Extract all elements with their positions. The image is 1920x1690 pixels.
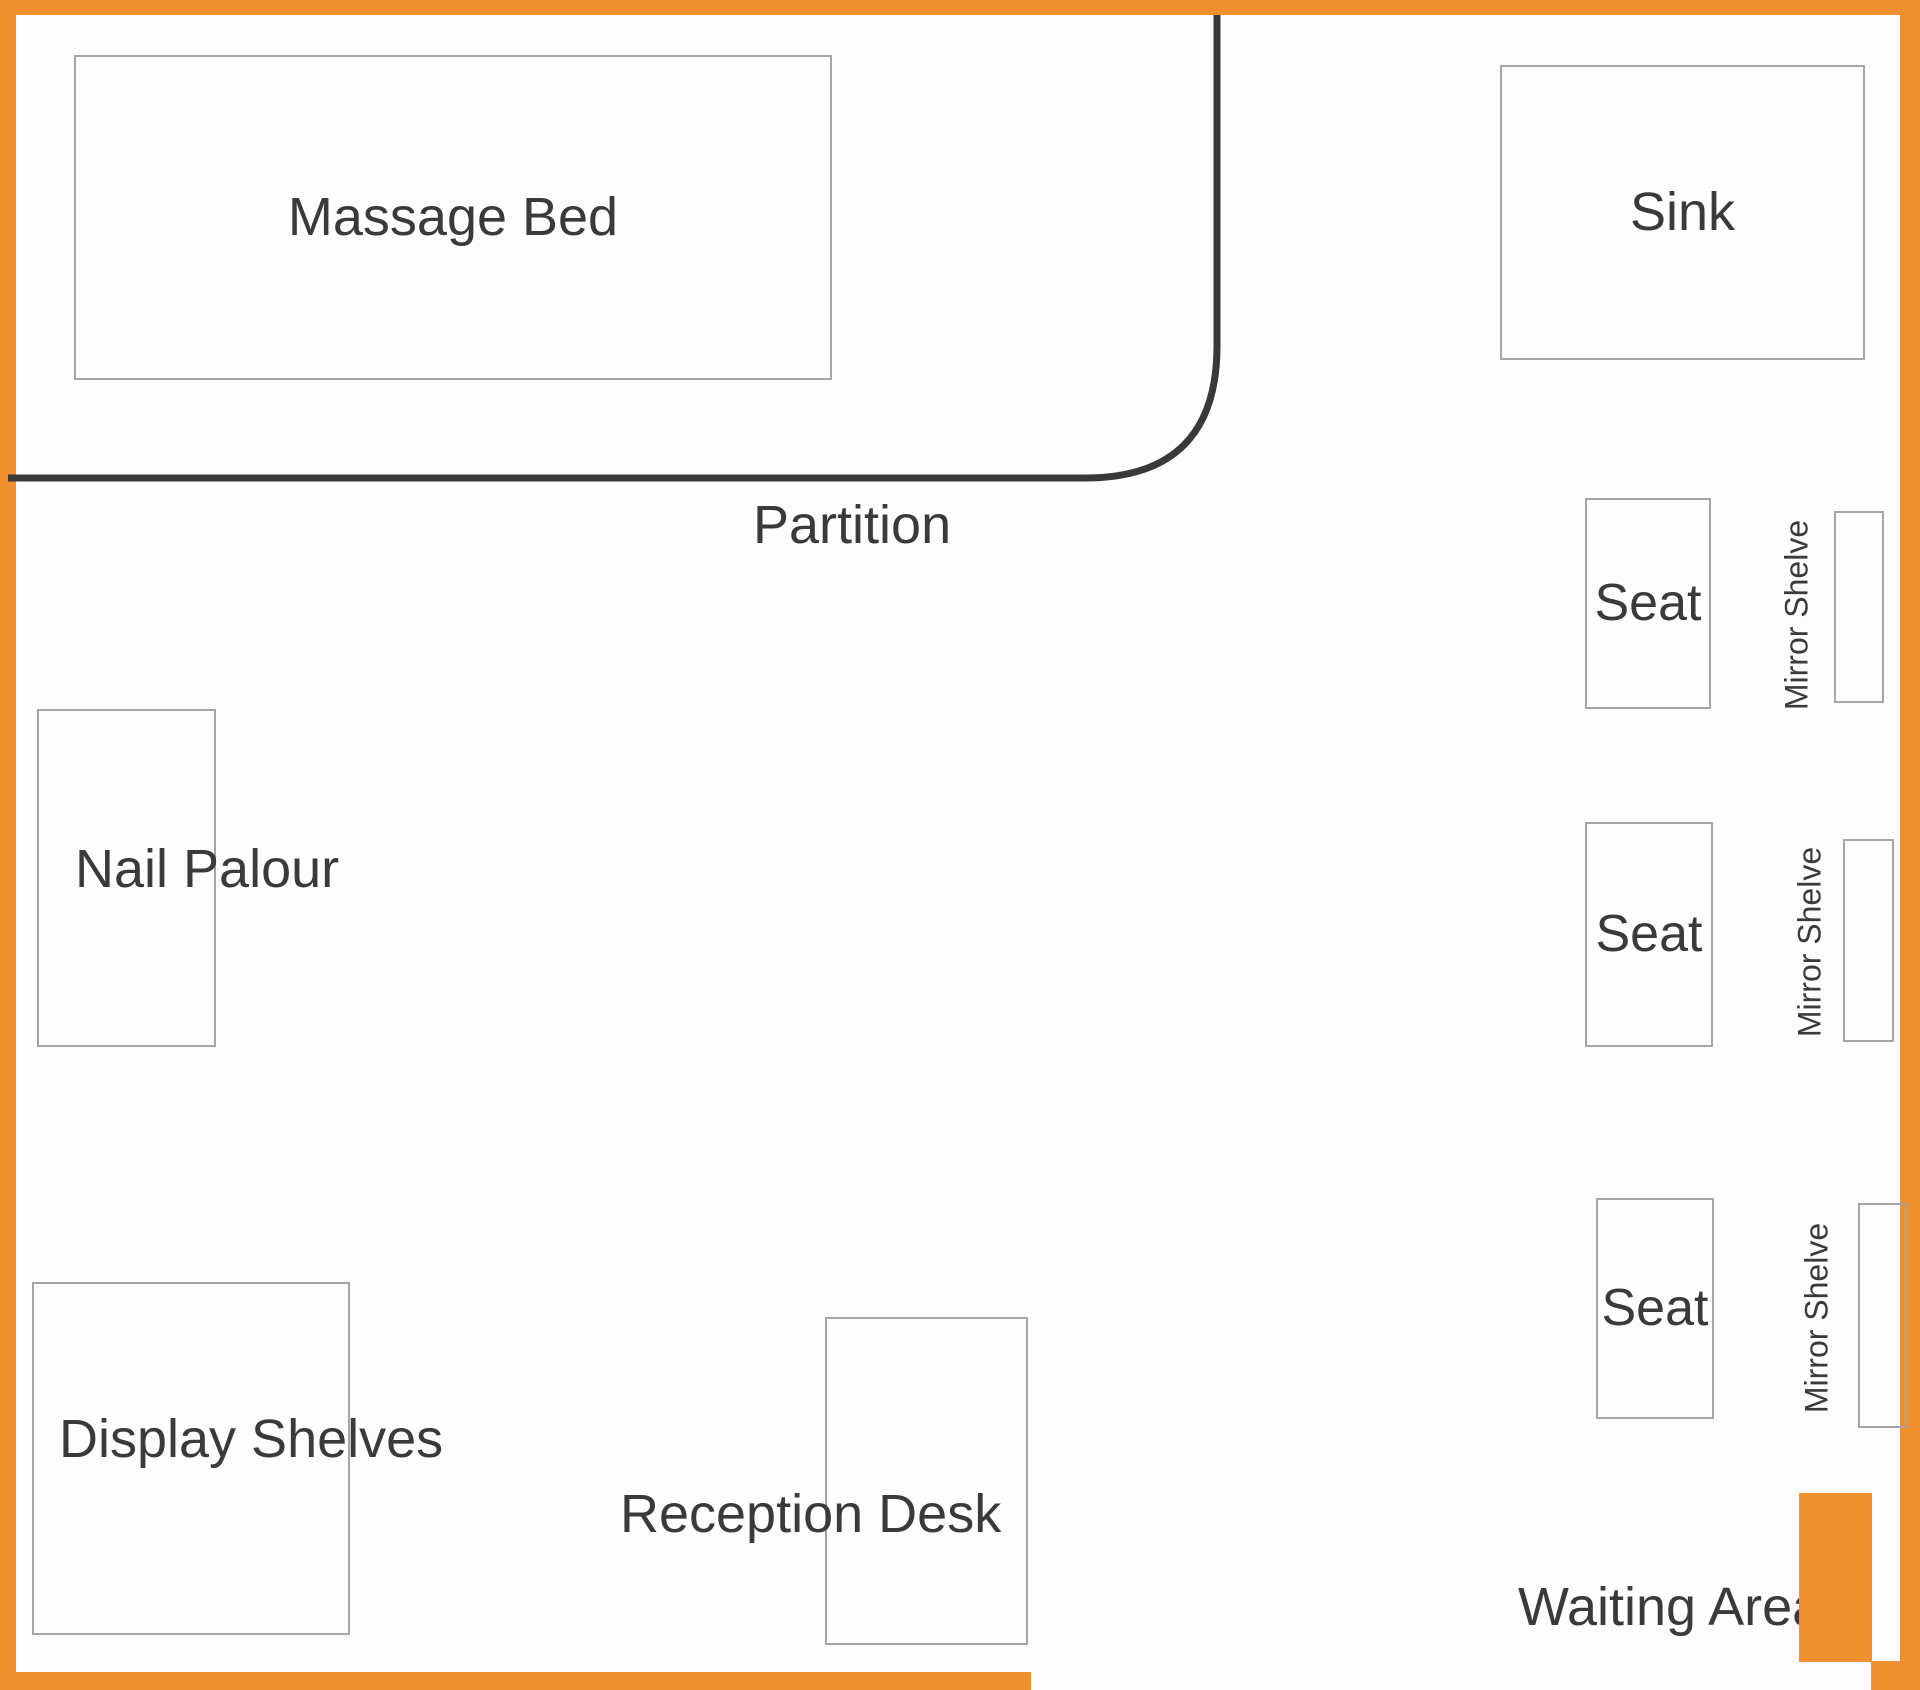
seat-3: Seat xyxy=(1596,1198,1714,1419)
partition-label: Partition xyxy=(753,495,952,555)
seat-1: Seat xyxy=(1585,498,1711,709)
sink-label: Sink xyxy=(1629,181,1736,242)
wall-right xyxy=(1900,0,1920,1690)
seat-2: Seat xyxy=(1585,822,1713,1047)
wall-left xyxy=(0,0,16,1690)
room-display-shelves xyxy=(32,1282,350,1635)
waiting-area-label: Waiting Area xyxy=(1518,1577,1823,1637)
display-shelves-label: Display Shelves xyxy=(59,1409,444,1469)
reception-desk-label: Reception Desk xyxy=(620,1484,1002,1544)
mirror-shelf-3-label: Mirror Shelve xyxy=(1798,1222,1835,1414)
room-massage-bed: Massage Bed xyxy=(74,55,832,380)
mirror-shelf-3 xyxy=(1858,1203,1907,1428)
nail-parlour-label: Nail Palour xyxy=(75,839,340,899)
seat-1-label: Seat xyxy=(1594,573,1702,632)
seat-3-label: Seat xyxy=(1601,1278,1709,1337)
waiting-area-marker xyxy=(1799,1493,1872,1662)
seat-2-label: Seat xyxy=(1595,904,1703,963)
room-nail-parlour xyxy=(37,709,216,1047)
mirror-shelf-1-label: Mirror Shelve xyxy=(1778,519,1815,711)
wall-bottom-right-segment xyxy=(1871,1661,1920,1690)
room-reception-desk xyxy=(825,1317,1028,1645)
mirror-shelf-2 xyxy=(1843,839,1894,1042)
wall-bottom-left-segment xyxy=(0,1672,1031,1690)
mirror-shelf-1 xyxy=(1834,511,1884,703)
massage-bed-label: Massage Bed xyxy=(287,186,619,247)
wall-top xyxy=(0,0,1920,15)
room-sink: Sink xyxy=(1500,65,1865,360)
mirror-shelf-2-label: Mirror Shelve xyxy=(1791,846,1828,1038)
